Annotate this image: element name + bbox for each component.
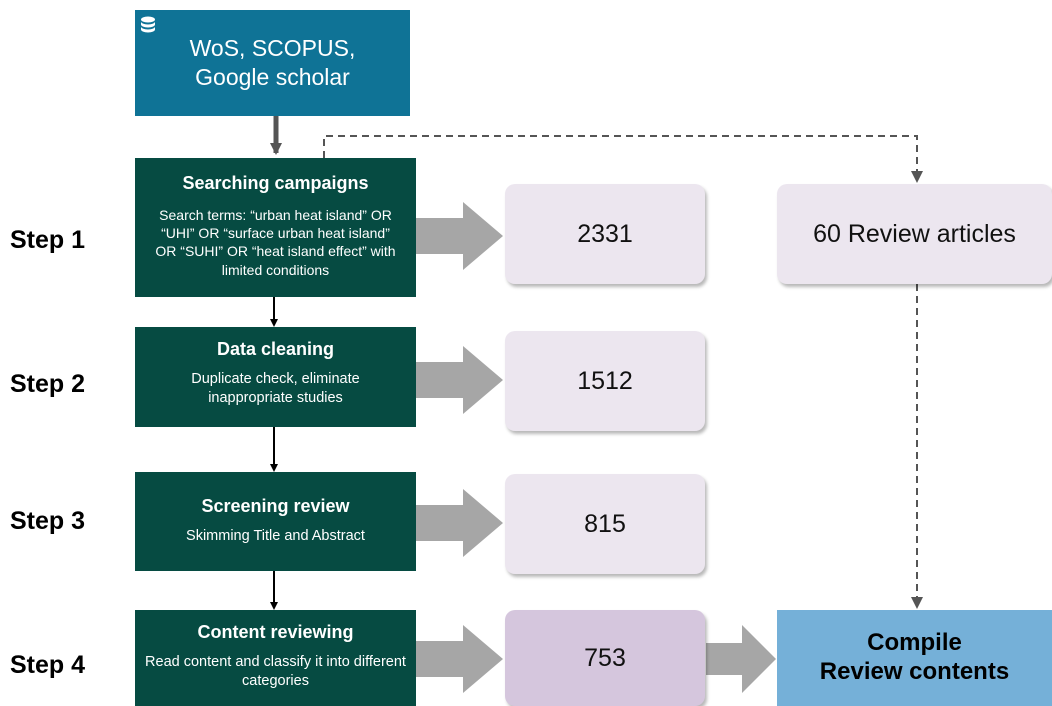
step-1-desc: Search terms: “urban heat island” OR “UH… — [155, 207, 396, 278]
step-3-desc: Skimming Title and Abstract — [186, 528, 365, 544]
step-2-label: Step 2 — [10, 370, 86, 398]
step-1-label: Step 1 — [10, 226, 86, 254]
compile-review-contents-box: Compile Review contents — [777, 610, 1052, 706]
review-articles-box: 60 Review articles — [777, 184, 1052, 284]
source-line-2: Google scholar — [195, 64, 350, 90]
step-3-label: Step 3 — [10, 507, 86, 535]
step-3-count-box: 815 — [505, 474, 705, 574]
step2-count-arrow — [416, 346, 503, 414]
step-4-title: Content reviewing — [197, 622, 354, 642]
step-3-title: Screening review — [201, 496, 350, 516]
step1-to-review-dashed-arrow — [323, 135, 923, 183]
step-3-process-box: Screening review Skimming Title and Abst… — [135, 472, 416, 571]
step1-count-arrow — [416, 202, 503, 270]
step-2-title: Data cleaning — [216, 339, 335, 359]
step-1-title: Searching campaigns — [182, 173, 369, 193]
step-2-process-box: Data cleaning Duplicate check, eliminate… — [135, 327, 416, 427]
step-4-count-box: 753 — [505, 610, 705, 706]
step-1-process-box: Searching campaigns Search terms: “urban… — [135, 158, 416, 297]
step4-count-arrow — [416, 625, 503, 693]
step-2-desc: Duplicate check, eliminate inappropriate… — [191, 371, 360, 407]
step-4-label: Step 4 — [10, 651, 86, 679]
step-1-count-box: 2331 — [505, 184, 705, 284]
step-4-desc: Read content and classify it into differ… — [145, 654, 406, 690]
source-text: WoS, SCOPUS, Google scholar — [190, 34, 356, 93]
database-icon — [141, 16, 155, 33]
compile-line-1: Compile — [867, 629, 962, 657]
source-line-1: WoS, SCOPUS, — [189, 34, 356, 61]
compile-line-2: Review contents — [819, 658, 1010, 685]
step-4-process-box: Content reviewing Read content and class… — [135, 610, 416, 706]
count-to-compile-arrow — [706, 625, 776, 693]
step-2-count-box: 1512 — [505, 331, 705, 431]
source-databases-box: WoS, SCOPUS, Google scholar — [135, 10, 410, 116]
step3-count-arrow — [416, 489, 503, 557]
